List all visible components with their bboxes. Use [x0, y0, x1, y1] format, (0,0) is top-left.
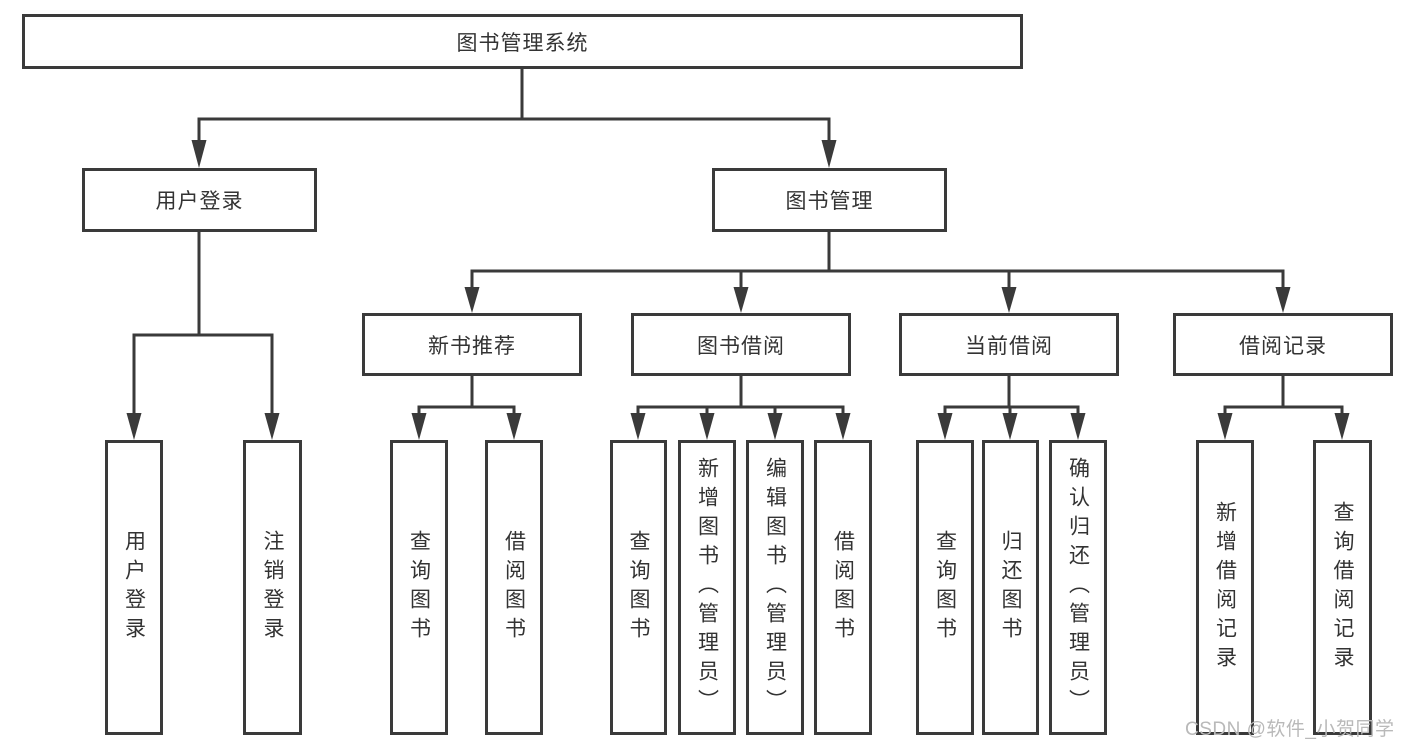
node-book-management: 图书管理	[712, 168, 947, 232]
leaf-confirm-return-admin: 确认归还（管理员）	[1049, 440, 1107, 735]
node-label: 用户登录	[155, 190, 244, 213]
leaf-logout: 注销登录	[243, 440, 302, 735]
node-label: 注销登录	[261, 529, 284, 646]
node-label: 新增借阅记录	[1213, 500, 1237, 675]
leaf-add-books-admin: 新增图书（管理员）	[678, 440, 736, 735]
node-borrowing-records: 借阅记录	[1173, 313, 1393, 376]
node-user-login: 用户登录	[82, 168, 317, 232]
leaf-return-books: 归还图书	[982, 440, 1039, 735]
leaf-add-borrow-record: 新增借阅记录	[1196, 440, 1254, 735]
node-label: 查询图书	[933, 529, 957, 646]
leaf-query-borrow-record: 查询借阅记录	[1313, 440, 1372, 735]
leaf-borrow-books: 借阅图书	[485, 440, 543, 735]
leaf-query-books: 查询图书	[610, 440, 667, 735]
node-current-borrowing: 当前借阅	[899, 313, 1119, 376]
node-label: 确认归还（管理员）	[1066, 457, 1090, 718]
node-label: 查询借阅记录	[1331, 500, 1354, 675]
node-label: 查询图书	[407, 529, 431, 646]
node-label: 图书管理系统	[456, 31, 589, 55]
node-label: 新书推荐	[428, 334, 516, 358]
node-label: 图书管理	[785, 190, 874, 213]
arrowheads	[126, 140, 1350, 440]
node-label: 借阅图书	[831, 529, 855, 646]
leaf-query-books: 查询图书	[916, 440, 974, 735]
node-label: 当前借阅	[965, 334, 1053, 358]
node-label: 图书借阅	[697, 334, 785, 358]
leaf-user-login: 用户登录	[105, 440, 163, 735]
node-label: 编辑图书（管理员）	[763, 457, 787, 718]
node-library-management-system: 图书管理系统	[22, 14, 1023, 69]
leaf-query-books: 查询图书	[390, 440, 448, 735]
node-label: 用户登录	[122, 529, 146, 646]
watermark: CSDN @软件_小贺同学	[1185, 719, 1395, 740]
node-label: 查询图书	[627, 529, 650, 646]
leaf-borrow-books: 借阅图书	[814, 440, 872, 735]
node-label: 新增图书（管理员）	[695, 457, 719, 718]
node-book-borrowing: 图书借阅	[631, 313, 851, 376]
node-label: 借阅图书	[502, 529, 526, 646]
leaf-edit-books-admin: 编辑图书（管理员）	[746, 440, 804, 735]
node-label: 归还图书	[999, 529, 1022, 646]
node-label: 借阅记录	[1239, 334, 1327, 358]
node-new-book-recommendation: 新书推荐	[362, 313, 582, 376]
